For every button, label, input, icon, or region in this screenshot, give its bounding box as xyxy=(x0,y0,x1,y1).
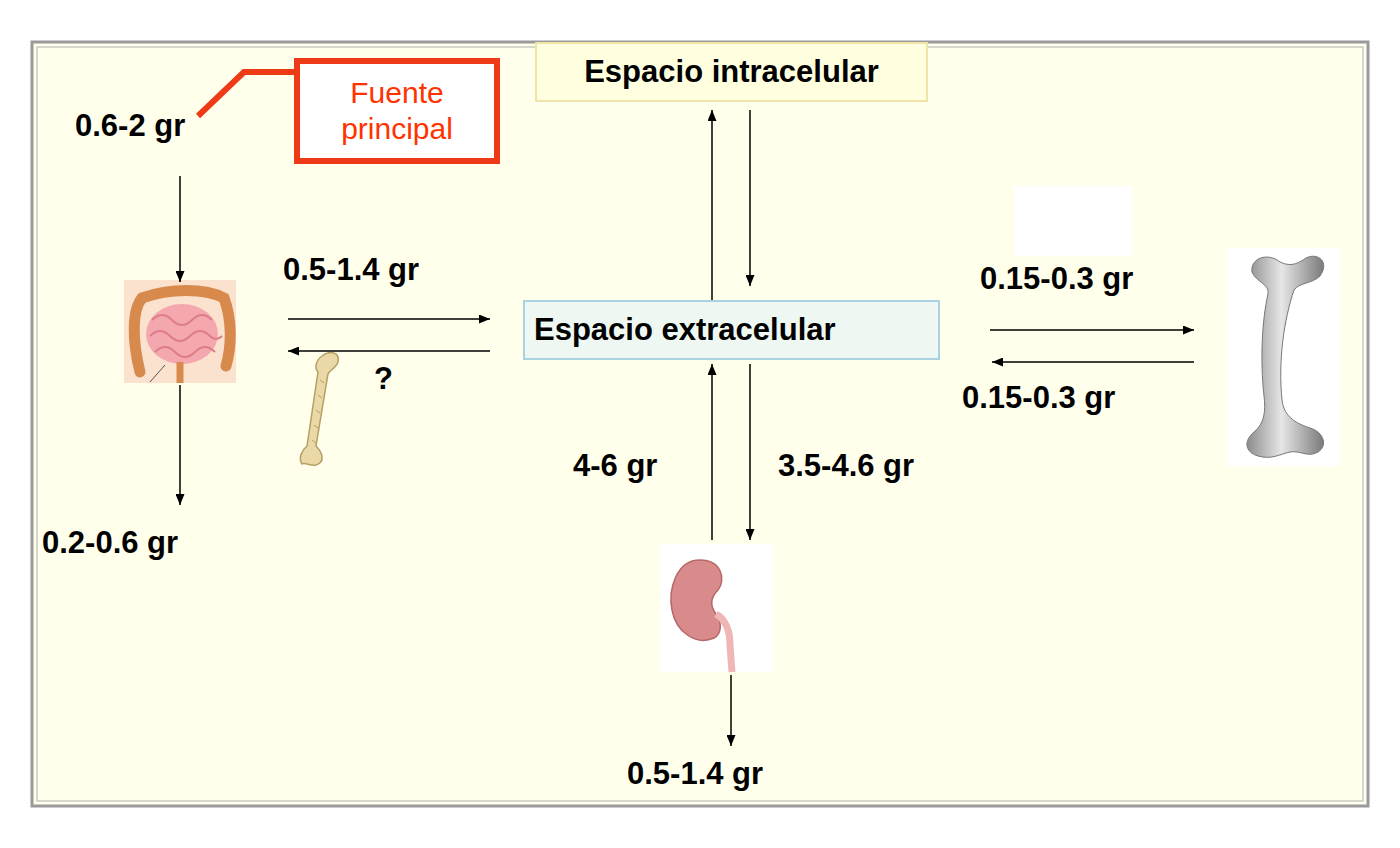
flow-amount: 0.15-0.3 gr xyxy=(980,261,1133,297)
compartment-box: Espacio extracelular xyxy=(523,300,940,360)
femur-illustration xyxy=(1228,248,1340,466)
flow-connector xyxy=(749,110,751,286)
box-text: Espacio extracelular xyxy=(534,312,836,348)
bone-small-illustration xyxy=(300,353,338,466)
box-text: Fuente principal xyxy=(322,75,472,147)
flow-connector xyxy=(711,110,713,302)
flow-amount: 0.15-0.3 gr xyxy=(962,380,1115,416)
flow-amount: 0.5-1.4 gr xyxy=(283,252,419,288)
box-text: Espacio intracelular xyxy=(584,54,879,90)
flow-arrows xyxy=(180,176,1194,746)
flow-amount: 0.5-1.4 gr xyxy=(627,756,763,792)
flow-amount: 4-6 gr xyxy=(573,448,657,484)
blank-patch xyxy=(1014,186,1132,256)
intestine-illustration xyxy=(124,280,236,383)
kidney-illustration xyxy=(660,544,772,672)
leader-line xyxy=(198,72,296,116)
compartment-box: Espacio intracelular xyxy=(535,42,928,102)
flow-amount: 3.5-4.6 gr xyxy=(778,448,914,484)
flow-amount: 0.6-2 gr xyxy=(75,108,185,144)
flow-amount: 0.2-0.6 gr xyxy=(42,525,178,561)
callout-box: Fuente principal xyxy=(294,58,500,164)
frame xyxy=(32,42,1368,806)
unknown-flow-mark: ? xyxy=(374,361,393,397)
frame-inner xyxy=(37,47,1363,801)
